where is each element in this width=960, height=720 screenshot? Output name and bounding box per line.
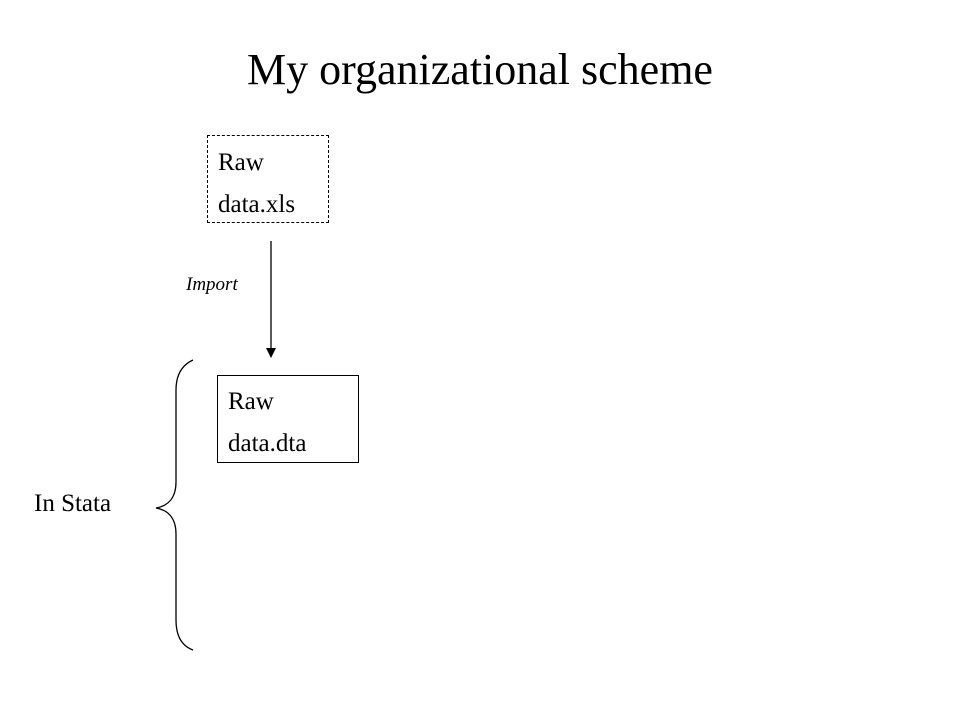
raw-dta-line2: data.dta <box>228 430 307 457</box>
page-title: My organizational scheme <box>247 45 713 94</box>
raw-xls-node: Raw data.xls <box>207 135 329 223</box>
raw-dta-line1: Raw <box>228 388 274 415</box>
in-stata-brace <box>155 359 194 651</box>
in-stata-label: In Stata <box>34 490 112 517</box>
raw-xls-line2: data.xls <box>218 191 296 218</box>
raw-xls-line1: Raw <box>218 149 264 176</box>
raw-dta-node: Raw data.dta <box>217 375 359 463</box>
import-label: Import <box>186 274 238 295</box>
